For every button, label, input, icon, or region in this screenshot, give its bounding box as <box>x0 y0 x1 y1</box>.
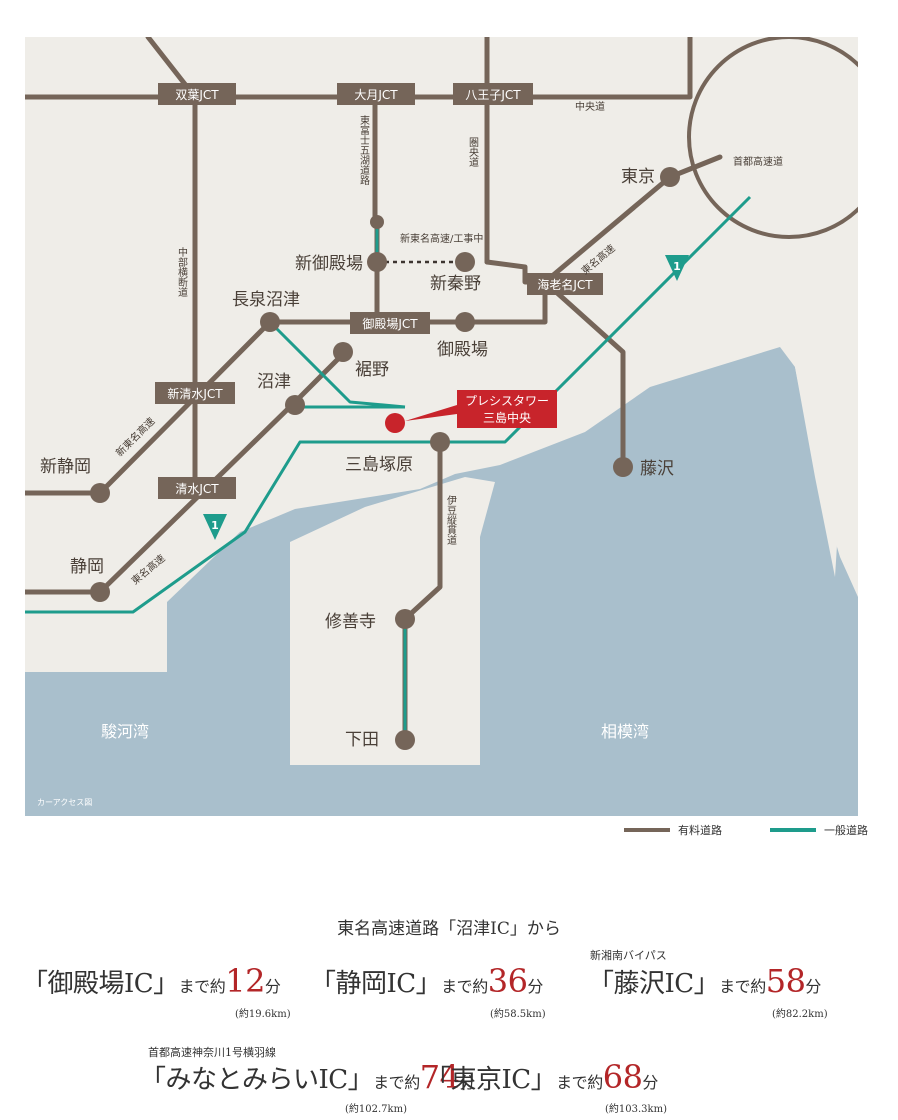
legend-general: 一般道路 <box>770 822 868 838</box>
label-numazu: 沼津 <box>257 372 291 392</box>
info-dist-minatomirai: (約102.7km) <box>345 1104 407 1115</box>
label-shizuoka: 静岡 <box>70 557 104 577</box>
road-kenodo: 圏央道 <box>467 137 479 167</box>
jct-shinshimizu: 新清水JCT <box>167 386 223 401</box>
label-shuzenji: 修善寺 <box>325 612 376 632</box>
info-dist-tokyo: (約103.3km) <box>605 1104 667 1115</box>
izu-peninsula <box>290 477 495 765</box>
jct-shimizu: 清水JCT <box>175 482 219 496</box>
route-1-marker-west: 1 <box>203 514 227 540</box>
label-shingotemba: 新御殿場 <box>295 254 363 274</box>
road-shintomei-construction: 新東名高速/工事中 <box>400 232 483 245</box>
general-roads <box>25 195 752 740</box>
label-gotemba: 御殿場 <box>437 340 488 360</box>
label-fujisawa: 藤沢 <box>640 459 674 479</box>
route-1-marker-east: 1 <box>665 255 689 281</box>
info-pre-minatomirai: 首都高速神奈川1号横羽線 <box>148 1046 276 1059</box>
jct-ebina: 海老名JCT <box>537 277 593 292</box>
legend-toll-label: 有料道路 <box>678 824 722 837</box>
road-izu-jukan: 伊豆縦貫道 <box>445 495 457 545</box>
shutoko-ring <box>687 37 858 239</box>
info-item-fujisawa: 「藤沢IC」まで約58分 <box>588 962 821 1000</box>
place-nodes <box>90 167 680 750</box>
info-dist-gotemba: (約19.6km) <box>235 1009 291 1020</box>
sagami-coast <box>795 242 858 597</box>
road-shutoko: 首都高速道 <box>733 155 783 168</box>
legend-general-label: 一般道路 <box>824 824 868 837</box>
destination-name: プレシスタワー <box>465 394 549 408</box>
map-credit: カーアクセス図 <box>37 798 92 807</box>
info-item-shizuoka: 「静岡IC」まで約36分 <box>310 962 543 1000</box>
sea-sagami: 相模湾 <box>601 722 649 741</box>
label-mishima: 三島塚原 <box>345 455 413 475</box>
label-shimoda: 下田 <box>345 730 379 750</box>
legend-toll-swatch <box>624 828 670 832</box>
label-tokyo: 東京 <box>621 167 655 187</box>
destination-marker: プレシスタワー 三島中央 <box>385 390 557 433</box>
jct-otsuki: 大月JCT <box>354 88 398 102</box>
destination-area: 三島中央 <box>483 410 531 425</box>
info-item-tokyo: 「東京IC」まで約68分 <box>425 1058 658 1096</box>
info-item-gotemba: 「御殿場IC」まで約12分 <box>22 962 281 1000</box>
map-legend: 有料道路 一般道路 <box>624 822 868 838</box>
sea-suruga: 駿河湾 <box>101 722 149 741</box>
jct-futaba: 双葉JCT <box>175 88 219 102</box>
info-item-minatomirai: 「みなとみらいIC」まで約74分 <box>140 1058 475 1096</box>
legend-toll: 有料道路 <box>624 822 722 838</box>
label-shinshizuoka: 新静岡 <box>40 457 91 477</box>
info-heading: 東名高速道路「沼津IC」から <box>337 919 561 939</box>
jct-hachioji: 八王子JCT <box>465 88 521 102</box>
access-map: 1 1 双葉JCT 大月JCT 八王子JCT 御殿場JCT 海老名JCT 新清水… <box>25 37 858 816</box>
label-shinhadano: 新秦野 <box>430 274 481 294</box>
label-susono: 裾野 <box>355 360 389 380</box>
road-chubu-odan: 中部横断道 <box>176 246 188 297</box>
svg-text:1: 1 <box>211 519 219 532</box>
info-dist-shizuoka: (約58.5km) <box>490 1009 546 1020</box>
road-higashifuji: 東富士五湖道路 <box>358 114 370 186</box>
info-pre-fujisawa: 新湘南バイパス <box>590 949 667 962</box>
legend-general-swatch <box>770 828 816 832</box>
info-dist-fujisawa: (約82.2km) <box>772 1009 828 1020</box>
jct-boxes: 双葉JCT 大月JCT 八王子JCT 御殿場JCT 海老名JCT 新清水JCT … <box>155 83 603 499</box>
svg-text:1: 1 <box>673 260 681 273</box>
road-chuo: 中央道 <box>575 100 605 113</box>
label-nagaizumi: 長泉沼津 <box>232 290 300 310</box>
access-info: 東名高速道路「沼津IC」から 「御殿場IC」まで約12分 (約19.6km) 「… <box>0 900 898 1120</box>
jct-gotemba: 御殿場JCT <box>362 316 418 331</box>
